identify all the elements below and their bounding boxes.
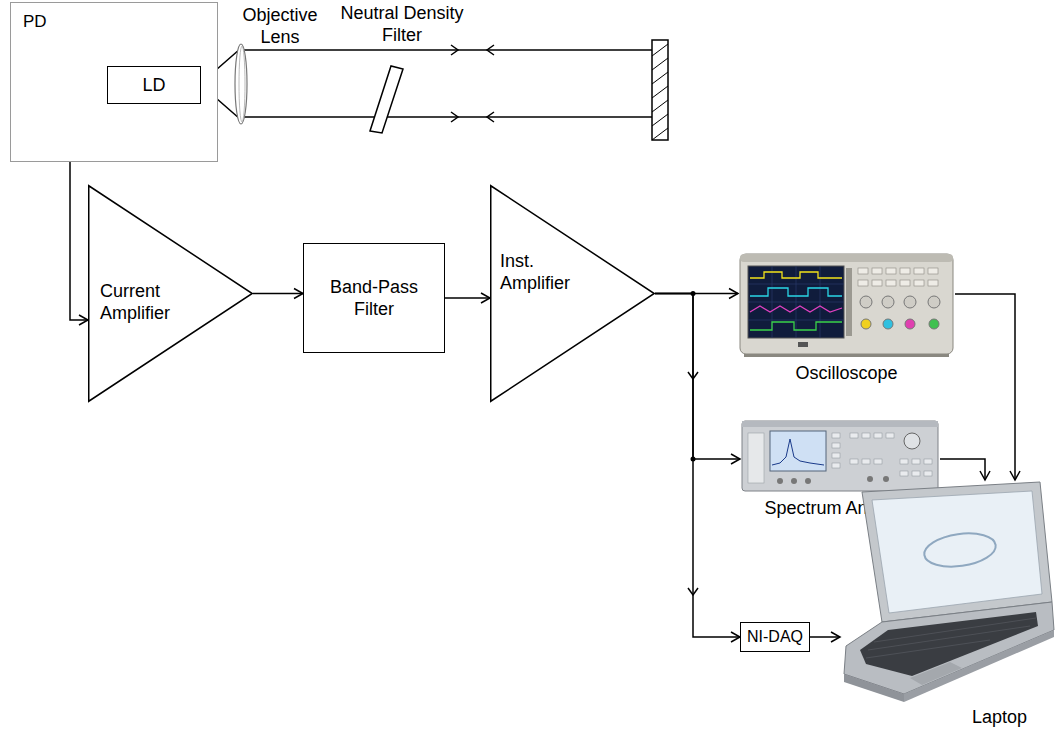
laptop-device: Laptop — [840, 480, 1055, 730]
amplifier-triangle: Inst. Amplifier — [490, 185, 655, 402]
part-label: Objective Lens — [230, 4, 330, 48]
signal-wire — [655, 294, 740, 643]
signal-wire — [655, 294, 740, 465]
lens-highlight — [239, 46, 245, 122]
device-picture — [840, 480, 1055, 705]
oscilloscope-device: Oscilloscope — [738, 250, 955, 385]
node-label: PD — [23, 11, 47, 33]
daq-box: NI-DAQ — [740, 622, 810, 652]
node-label: Oscilloscope — [738, 362, 955, 384]
node-label: NI-DAQ — [747, 626, 803, 648]
filter-box: Band-Pass Filter — [303, 243, 445, 353]
node-label: Laptop — [972, 706, 1027, 728]
signal-wire — [253, 289, 303, 299]
node-label: LD — [142, 74, 165, 96]
objective-lens — [235, 44, 247, 124]
signal-wire — [810, 632, 840, 642]
mirror — [652, 40, 668, 140]
laser-beam — [200, 45, 652, 122]
amplifier-triangle: Current Amplifier — [88, 185, 253, 402]
housing-box: PD LD — [10, 2, 218, 162]
device-picture — [738, 250, 955, 358]
node-label: Inst. Amplifier — [500, 250, 595, 294]
signal-wire — [445, 293, 490, 303]
node-label: Current Amplifier — [100, 280, 200, 324]
node-label: Band-Pass Filter — [324, 276, 424, 320]
triangle-outline — [490, 185, 655, 402]
device-picture — [740, 413, 940, 495]
laser-diode-box: LD — [107, 66, 201, 104]
signal-wire — [940, 459, 990, 480]
signal-wire — [955, 294, 1020, 480]
part-label: Neutral Density Filter — [328, 2, 476, 46]
signal-wire — [70, 162, 88, 325]
nd-filter — [370, 66, 403, 133]
